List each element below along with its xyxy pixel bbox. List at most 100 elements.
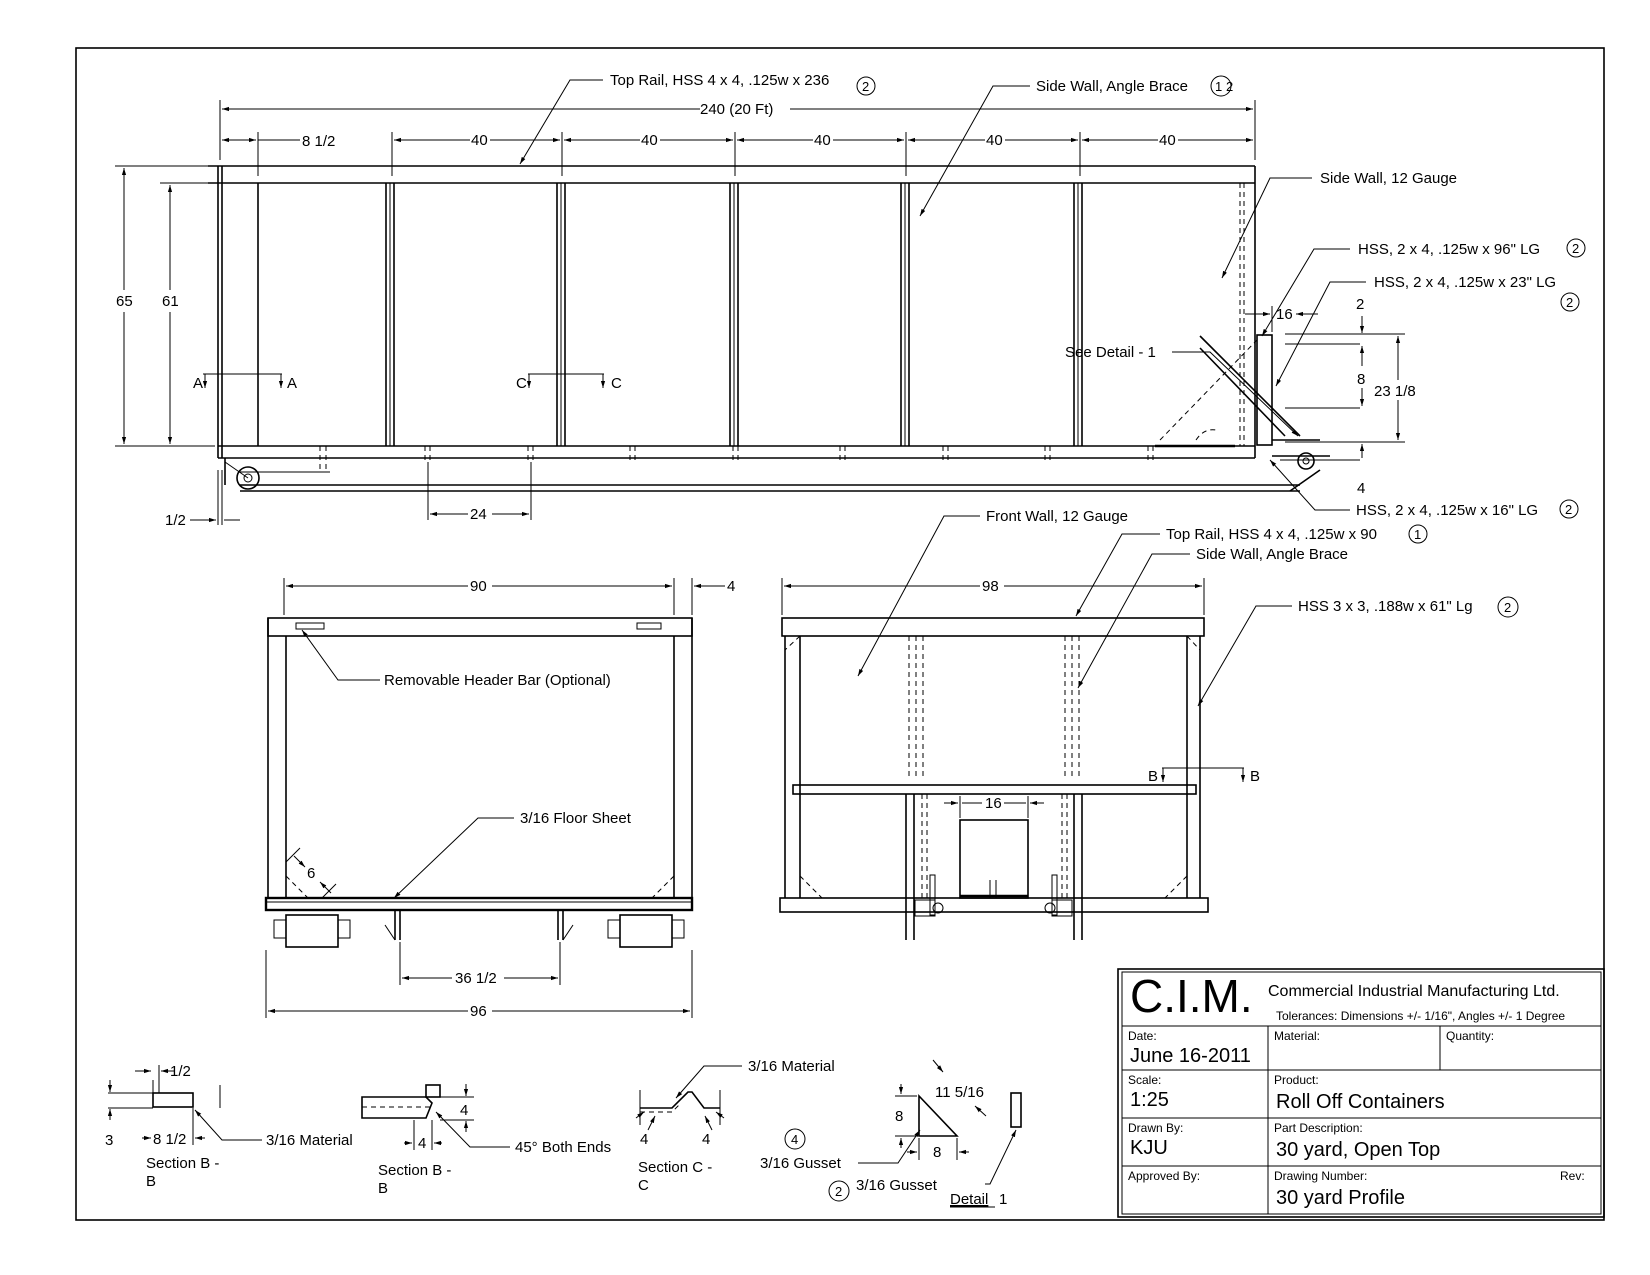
label-gusset-2: 3/16 Gusset <box>856 1177 938 1194</box>
title-section-c: Section C - <box>638 1159 712 1176</box>
dim-end-right-4: 4 <box>727 578 735 595</box>
dim-end-width-90: 90 <box>470 578 487 595</box>
callout-circle-angle-brace-b: 2 <box>1226 79 1233 94</box>
callout-side-wall-brace: Side Wall, Angle Brace <box>1196 546 1348 563</box>
product-label: Product: <box>1274 1073 1319 1087</box>
title-section-b1-2: B <box>146 1173 156 1190</box>
title-section-c-2: C <box>638 1177 649 1194</box>
dim-overall-length: 240 (20 Ft) <box>700 101 773 118</box>
callout-header-bar: Removable Header Bar (Optional) <box>384 672 611 689</box>
callout-circle-hss-16: 2 <box>1565 502 1572 517</box>
callout-hss-23: HSS, 2 x 4, .125w x 23" LG <box>1374 274 1556 291</box>
side-wall-posts <box>257 183 1083 446</box>
section-mark-a-left: A <box>193 375 203 392</box>
callout-circle-gusset-4: 4 <box>791 1132 798 1147</box>
scale-value: 1:25 <box>1130 1089 1169 1111</box>
dim-first-space: 8 1/2 <box>302 133 335 150</box>
part-description-label: Part Description: <box>1274 1121 1363 1135</box>
detail-section-c: 4 4 3/16 Material Section C - C <box>635 1058 835 1194</box>
section-mark-c-left: C <box>516 375 527 392</box>
tolerances: Tolerances: Dimensions +/- 1/16", Angles… <box>1276 1009 1565 1023</box>
dim-b1-3: 3 <box>105 1132 113 1149</box>
product-value: Roll Off Containers <box>1276 1091 1445 1113</box>
dim-b2-4-vertical: 4 <box>460 1102 468 1119</box>
rev-label: Rev: <box>1560 1169 1585 1183</box>
drawn-by-value: KJU <box>1130 1137 1168 1159</box>
title-section-b2-2: B <box>378 1180 388 1197</box>
dim-b1-half: 1/2 <box>170 1063 191 1080</box>
callout-top-rail: Top Rail, HSS 4 x 4, .125w x 236 <box>610 72 829 89</box>
detail-section-b1: 3 1/2 8 1/2 3/16 Material Section B - B <box>105 1063 353 1190</box>
part-description-value: 30 yard, Open Top <box>1276 1139 1440 1161</box>
dim-height-inner: 61 <box>162 293 179 310</box>
label-detail-number: 1 <box>999 1191 1007 1208</box>
date-label: Date: <box>1128 1029 1157 1043</box>
drawing-number-label: Drawing Number: <box>1274 1169 1367 1183</box>
section-mark-a-right: A <box>287 375 297 392</box>
detail-section-b2: 4 4 45° Both Ends Section B - B <box>361 1084 611 1197</box>
title-section-b2: Section B - <box>378 1162 451 1179</box>
date-value: June 16-2011 <box>1130 1045 1251 1067</box>
dim-rail-spacing: 36 1/2 <box>455 970 497 987</box>
callout-circle-hss-23: 2 <box>1566 295 1573 310</box>
callout-hss-96: HSS, 2 x 4, .125w x 96" LG <box>1358 241 1540 258</box>
callout-side-wall-angle-brace: Side Wall, Angle Brace <box>1036 78 1188 95</box>
material-label: Material: <box>1274 1029 1320 1043</box>
dim-end-width-96: 96 <box>470 1003 487 1020</box>
dim-gusset-11: 11 5/16 <box>935 1084 984 1101</box>
label-gusset-4: 3/16 Gusset <box>760 1155 842 1172</box>
section-mark-c-right: C <box>611 375 622 392</box>
scale-label: Scale: <box>1128 1073 1161 1087</box>
bottom-crossmember-ticks <box>424 446 1154 462</box>
dim-c-4-right: 4 <box>702 1131 710 1148</box>
front-view: 98 16 B B Front Wall, 12 Gauge Top Rail,… <box>779 508 1519 940</box>
label-c-material: 3/16 Material <box>748 1058 835 1075</box>
dim-b1-8half: 8 1/2 <box>153 1131 186 1148</box>
dim-hook-23: 23 1/8 <box>1374 383 1416 400</box>
dim-hook-4: 4 <box>1357 480 1365 497</box>
callout-circle-angle-brace: 1 <box>1215 79 1222 94</box>
callout-front-wall: Front Wall, 12 Gauge <box>986 508 1128 525</box>
callout-floor-sheet: 3/16 Floor Sheet <box>520 810 632 827</box>
callout-circle-hss-96: 2 <box>1572 241 1579 256</box>
callout-side-wall-gauge: Side Wall, 12 Gauge <box>1320 170 1457 187</box>
dim-space-5: 40 <box>1159 132 1176 149</box>
dim-height-outer: 65 <box>116 293 133 310</box>
company-name: Commercial Industrial Manufacturing Ltd. <box>1268 983 1560 1000</box>
dim-space-3: 40 <box>814 132 831 149</box>
dim-hook-16: 16 <box>1276 306 1293 323</box>
dim-space-4: 40 <box>986 132 1003 149</box>
dim-crossmember-spacing: 24 <box>470 506 487 523</box>
callout-circle-gusset-2: 2 <box>835 1184 842 1199</box>
callout-front-top-rail: Top Rail, HSS 4 x 4, .125w x 90 <box>1166 526 1377 543</box>
dim-offset: 1/2 <box>165 512 186 529</box>
roller-wheel <box>236 466 260 490</box>
drawing-number-value: 30 yard Profile <box>1276 1187 1405 1209</box>
label-b2-45deg: 45° Both Ends <box>515 1139 611 1156</box>
dim-c-4-left: 4 <box>640 1131 648 1148</box>
callout-see-detail: See Detail - 1 <box>1065 344 1156 361</box>
title-section-b1: Section B - <box>146 1155 219 1172</box>
hook-assembly <box>1155 334 1330 492</box>
dim-b2-4-horizontal: 4 <box>418 1135 426 1152</box>
dim-gusset-6: 6 <box>307 865 315 882</box>
callout-hss-16: HSS, 2 x 4, .125w x 16" LG <box>1356 502 1538 519</box>
approved-by-label: Approved By: <box>1128 1169 1200 1183</box>
dim-hook-8: 8 <box>1357 371 1365 388</box>
dim-gusset-8-vertical: 8 <box>895 1108 903 1125</box>
dim-space-1: 40 <box>471 132 488 149</box>
title-block: C.I.M. Commercial Industrial Manufacturi… <box>1117 968 1605 1218</box>
label-b1-material: 3/16 Material <box>266 1132 353 1149</box>
dim-front-hook-16: 16 <box>985 795 1002 812</box>
side-view: 240 (20 Ft) 8 1/2 40 40 40 40 40 65 <box>115 72 1586 529</box>
dim-space-2: 40 <box>641 132 658 149</box>
end-view: 90 4 6 36 1/2 96 Removable Header Bar (O… <box>264 578 735 1020</box>
drawn-by-label: Drawn By: <box>1128 1121 1183 1135</box>
dim-front-width-98: 98 <box>982 578 999 595</box>
detail-gusset: 4 3/16 Gusset 8 8 11 5/16 2 3/16 Gusset … <box>760 1059 1022 1208</box>
section-mark-b-left: B <box>1148 768 1158 785</box>
dim-hook-2: 2 <box>1356 296 1364 313</box>
callout-circle-hss-3x3: 2 <box>1504 600 1511 615</box>
